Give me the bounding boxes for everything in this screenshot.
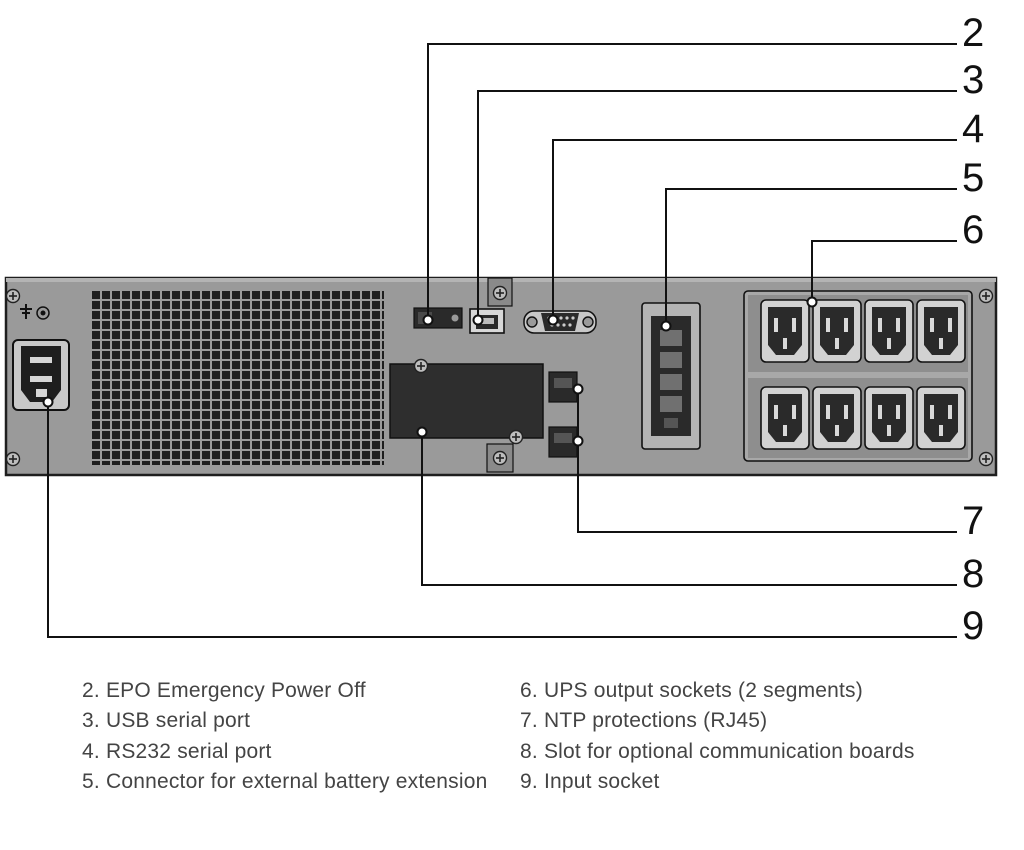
callout-dot bbox=[422, 314, 434, 326]
screw-icon bbox=[5, 451, 21, 467]
legend-item: 7. NTP protections (RJ45) bbox=[520, 709, 768, 733]
rs232-port bbox=[523, 310, 597, 334]
legend-left-column: 2. EPO Emergency Power Off 3. USB serial… bbox=[82, 676, 488, 797]
leader-line-5 bbox=[665, 188, 957, 326]
legend-item: 9. Input socket bbox=[520, 769, 660, 793]
callout-dot bbox=[42, 396, 54, 408]
callout-dot bbox=[472, 314, 484, 326]
screw-icon bbox=[5, 288, 21, 304]
callout-number-8: 8 bbox=[962, 552, 984, 596]
leader-line-4 bbox=[552, 139, 957, 320]
leader-line-6 bbox=[811, 240, 957, 302]
legend-item: 8. Slot for optional communication board… bbox=[520, 739, 915, 763]
vent-grid bbox=[92, 291, 384, 465]
legend-right-column: 6. UPS output sockets (2 segments) 7. NT… bbox=[520, 676, 915, 797]
callout-number-6: 6 bbox=[962, 208, 984, 252]
callout-dot bbox=[416, 426, 428, 438]
leader-line-8 bbox=[421, 432, 957, 586]
screw-plate bbox=[487, 277, 513, 307]
callout-number-4: 4 bbox=[962, 107, 984, 151]
epo-connector bbox=[413, 307, 463, 329]
callout-number-5: 5 bbox=[962, 156, 984, 200]
callout-number-3: 3 bbox=[962, 58, 984, 102]
callout-number-7: 7 bbox=[962, 499, 984, 543]
rj45-port bbox=[548, 426, 578, 458]
rj45-port bbox=[548, 371, 578, 403]
legend-item: 6. UPS output sockets (2 segments) bbox=[520, 679, 863, 702]
legend-item: 3. USB serial port bbox=[82, 709, 251, 733]
input-socket bbox=[12, 339, 70, 411]
output-socket-group bbox=[748, 295, 968, 372]
ground-icon bbox=[20, 304, 50, 320]
callout-dot bbox=[547, 314, 559, 326]
output-socket-group bbox=[748, 378, 968, 458]
ups-rear-panel-diagram: 2 3 4 5 6 7 8 9 bbox=[4, 11, 998, 648]
callout-number-9: 9 bbox=[962, 604, 984, 648]
screw-icon bbox=[978, 288, 994, 304]
callout-dot bbox=[806, 296, 818, 308]
screw-plate bbox=[486, 443, 514, 473]
callout-dot bbox=[660, 320, 672, 332]
legend-item: 5. Connector for external battery extens… bbox=[82, 769, 488, 793]
leader-line-3 bbox=[477, 90, 957, 320]
leader-line-9 bbox=[47, 402, 957, 638]
callout-number-2: 2 bbox=[962, 11, 984, 55]
battery-connector bbox=[641, 302, 701, 450]
legend-item: 2. EPO Emergency Power Off bbox=[82, 679, 366, 702]
callout-dot bbox=[572, 383, 584, 395]
screw-icon bbox=[978, 451, 994, 467]
comm-slot bbox=[389, 358, 544, 445]
leader-line-2 bbox=[427, 43, 957, 320]
legend-item: 4. RS232 serial port bbox=[82, 739, 272, 763]
callout-dot bbox=[572, 435, 584, 447]
